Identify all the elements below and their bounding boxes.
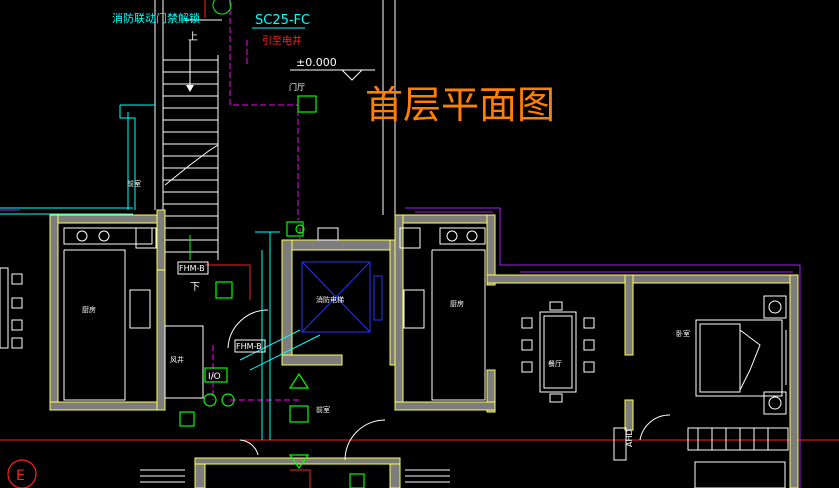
- dining-table: [521, 301, 595, 403]
- cyan-wiring: [239, 231, 321, 440]
- fhm-label-2: FHM-B: [236, 342, 262, 351]
- elevation-label: ±0.000: [296, 56, 337, 69]
- bottom-stairs: [140, 469, 450, 483]
- left-kitchen-fixtures: [63, 227, 157, 401]
- room-wind-label: 风井: [170, 355, 184, 364]
- cable-spec-label: SC25-FC: [255, 13, 310, 28]
- room-kitchen-left-label: 厨房: [82, 305, 96, 314]
- green-devices: [179, 95, 365, 488]
- bedroom-bed: [695, 295, 787, 415]
- top-symbol-circle: [212, 0, 232, 15]
- purple-outlines: [0, 207, 801, 488]
- white-boxes: [164, 227, 627, 461]
- magenta-wiring: [212, 0, 301, 401]
- walls: [49, 209, 799, 488]
- linkage-note-label: 消防联动门禁解锁: [112, 11, 200, 25]
- room-stair-small-label: 前室: [127, 179, 141, 188]
- door-arcs: [227, 309, 671, 461]
- room-elevator-label: 消防电梯: [316, 295, 344, 304]
- cable-note-label: 引至电井: [262, 34, 302, 47]
- stair-down-label: 下: [190, 282, 200, 293]
- left-edge-fixtures: [0, 267, 23, 349]
- cyan-partitions: [0, 104, 155, 215]
- right-kitchen-fixtures: [399, 227, 486, 401]
- room-bedroom-label: 卧室: [676, 329, 690, 338]
- room-front-label: 前室: [316, 405, 330, 414]
- room-dining-label: 餐厅: [548, 359, 562, 368]
- elevation-marker: [290, 69, 375, 81]
- room-hall-label: 门厅: [289, 82, 305, 92]
- stair-treads: [163, 59, 219, 253]
- ahd-label: AHD: [625, 429, 634, 447]
- wardrobe: [687, 427, 789, 488]
- room-kitchen-right-label: 厨房: [450, 299, 464, 308]
- elevator-car: [301, 261, 383, 333]
- stair-up-label: 上: [188, 31, 198, 43]
- red-wiring: [204, 0, 311, 488]
- axis-marker-circle: [7, 459, 37, 488]
- axis-marker-label: E: [16, 468, 25, 484]
- stair-arrow-up-head: [186, 85, 194, 92]
- io-label: I/O: [208, 372, 221, 382]
- fhm-label-1: FHM-B: [179, 264, 205, 273]
- upper-guide-lines: [154, 0, 396, 260]
- drawing-title: 首层平面图: [365, 83, 555, 127]
